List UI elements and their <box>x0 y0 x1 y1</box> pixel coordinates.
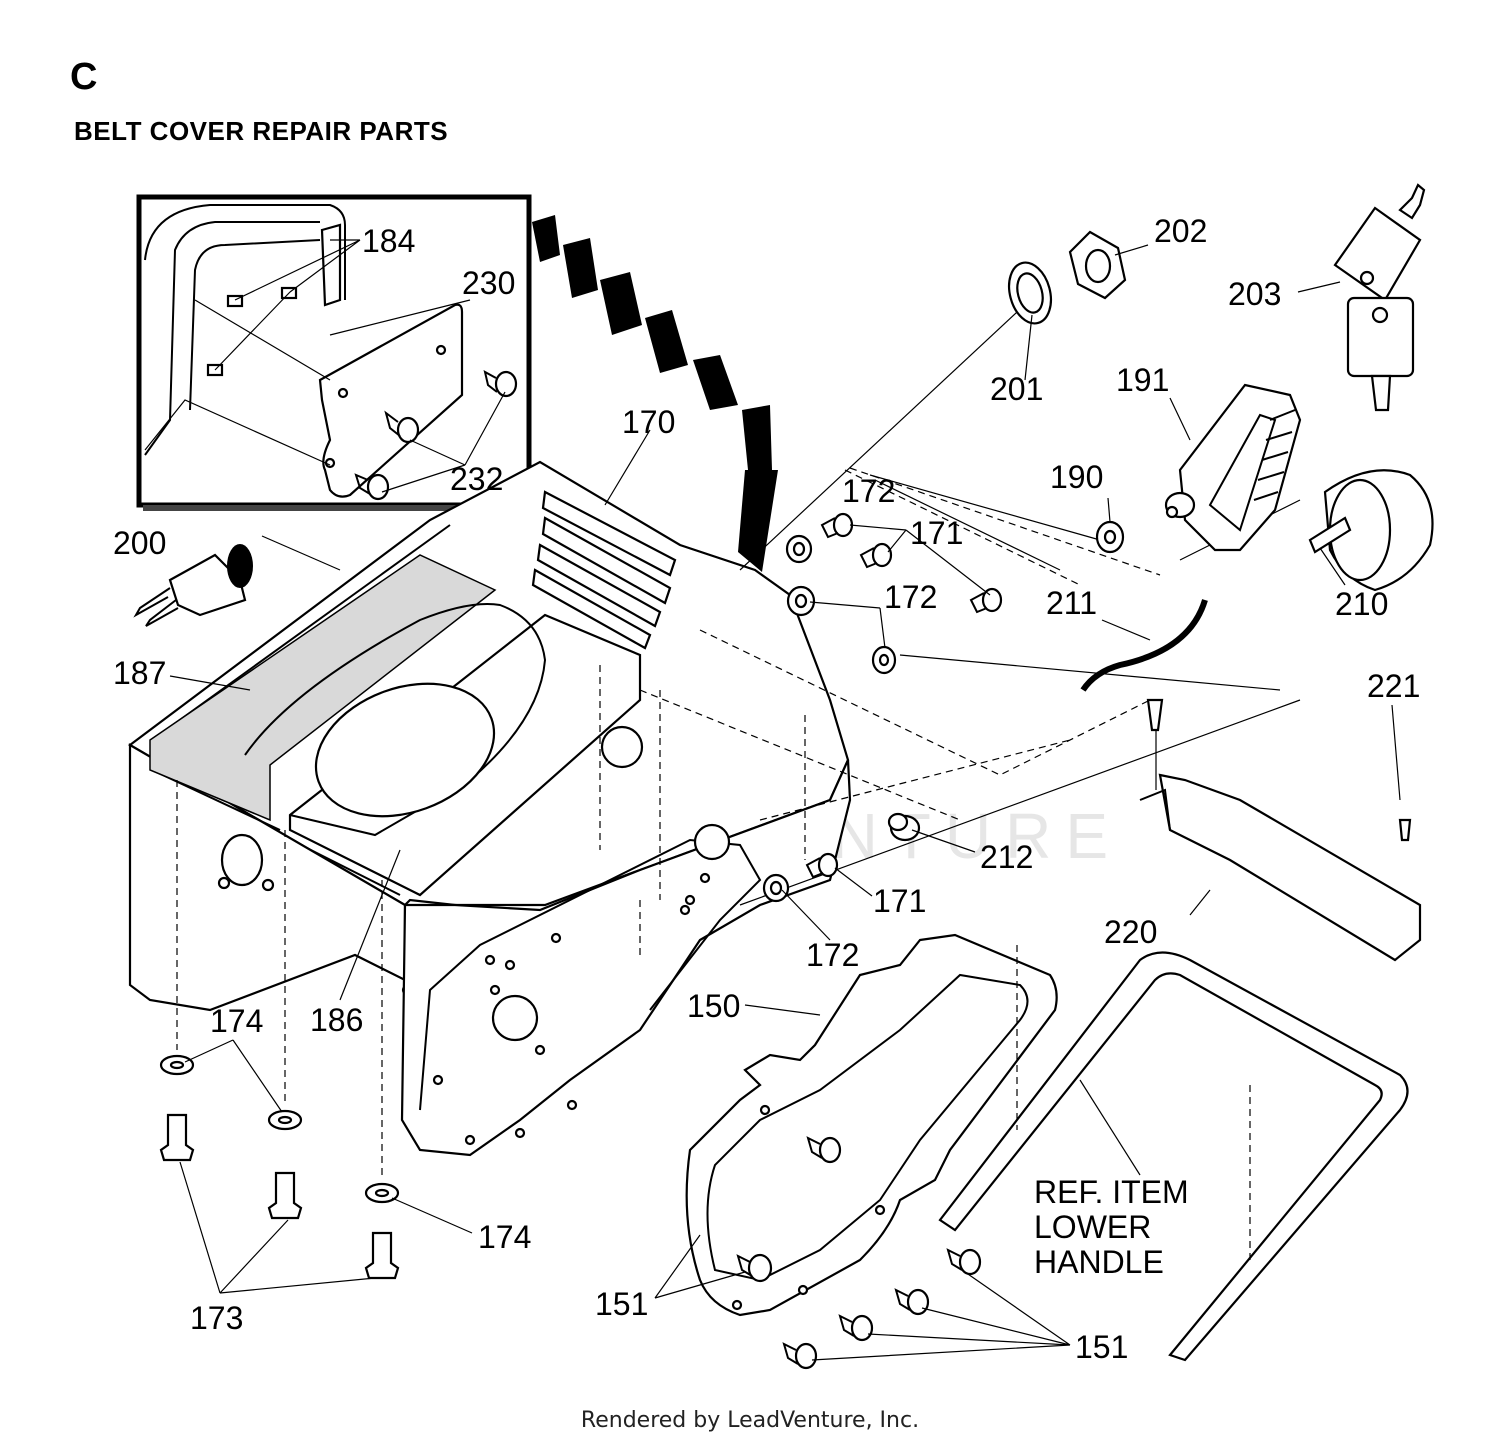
nut-202-icon <box>1068 230 1127 300</box>
inset-detail <box>136 194 533 511</box>
reference-note-line1: REF. ITEM <box>1034 1174 1189 1210</box>
callout-151-a: 151 <box>595 1286 648 1322</box>
callout-187: 187 <box>113 655 166 691</box>
callout-150: 150 <box>687 988 740 1024</box>
screw-171-lower-icon <box>805 852 839 879</box>
reference-note-line2: LOWER <box>1034 1209 1151 1245</box>
callout-212: 212 <box>980 839 1033 875</box>
page-title: BELT COVER REPAIR PARTS <box>74 116 449 146</box>
exploded-parts-diagram: LEADVENTURE <box>113 183 1434 1370</box>
washer-174-icon <box>159 1054 400 1204</box>
callout-221: 221 <box>1367 668 1420 704</box>
washer-190-icon <box>1095 520 1125 554</box>
callout-202: 202 <box>1154 213 1207 249</box>
inset-pointer-arrow <box>532 215 778 572</box>
assembly-guide-lines <box>599 299 1301 960</box>
screw-232-b-icon <box>384 410 420 444</box>
washer-172-upper-icon <box>785 534 897 675</box>
callout-190: 190 <box>1050 459 1103 495</box>
callout-184: 184 <box>362 223 415 259</box>
callout-171-a: 171 <box>910 515 963 551</box>
reference-note: REF. ITEM LOWER HANDLE <box>1034 1174 1189 1280</box>
vent-slots <box>531 490 677 650</box>
callout-211: 211 <box>1046 585 1097 621</box>
callout-232: 232 <box>450 461 503 497</box>
callout-186: 186 <box>310 1002 363 1038</box>
key-203-icon <box>1333 183 1426 412</box>
callout-172-b: 172 <box>884 579 937 615</box>
callout-172-a: 172 <box>842 473 895 509</box>
callout-labels: 184 230 232 170 202 203 201 191 190 172 … <box>113 213 1420 1365</box>
bolt-173-icon <box>159 1113 400 1280</box>
callout-172-c: 172 <box>806 937 859 973</box>
reference-note-line3: HANDLE <box>1034 1244 1164 1280</box>
screw-232-c-icon <box>354 473 390 501</box>
handle-191-icon <box>1164 383 1302 552</box>
callout-203: 203 <box>1228 276 1281 312</box>
cable-211 <box>1080 599 1208 692</box>
screw-232-a-icon <box>483 370 518 398</box>
bracket-220-icon <box>1139 698 1422 962</box>
footer-credit: Rendered by LeadVenture, Inc. <box>580 1408 920 1433</box>
lower-handle-ref <box>938 945 1409 1362</box>
callout-200: 200 <box>113 525 166 561</box>
section-letter: C <box>70 56 98 98</box>
callout-173: 173 <box>190 1300 243 1336</box>
callout-201: 201 <box>990 371 1043 407</box>
callout-230: 230 <box>462 265 515 301</box>
screw-171-upper-icon <box>820 512 1003 614</box>
ring-201-icon <box>1007 261 1053 325</box>
callout-191: 191 <box>1116 362 1169 398</box>
callout-leaders <box>169 244 1401 1361</box>
callout-210: 210 <box>1335 586 1388 622</box>
switch-200-icon <box>133 544 253 627</box>
belt-cover-housing <box>128 460 852 1157</box>
cover-150-icon <box>685 933 1058 1317</box>
plug-212-icon <box>887 812 921 842</box>
callout-174-b: 174 <box>478 1219 531 1255</box>
callout-170: 170 <box>622 404 675 440</box>
washer-172-lower-icon <box>762 873 790 903</box>
callout-151-b: 151 <box>1075 1329 1128 1365</box>
screw-151-icon <box>736 1136 982 1370</box>
callout-171-b: 171 <box>873 883 926 919</box>
callout-220: 220 <box>1104 914 1157 950</box>
knob-210-icon <box>1308 469 1434 592</box>
callout-174-a: 174 <box>210 1003 263 1039</box>
